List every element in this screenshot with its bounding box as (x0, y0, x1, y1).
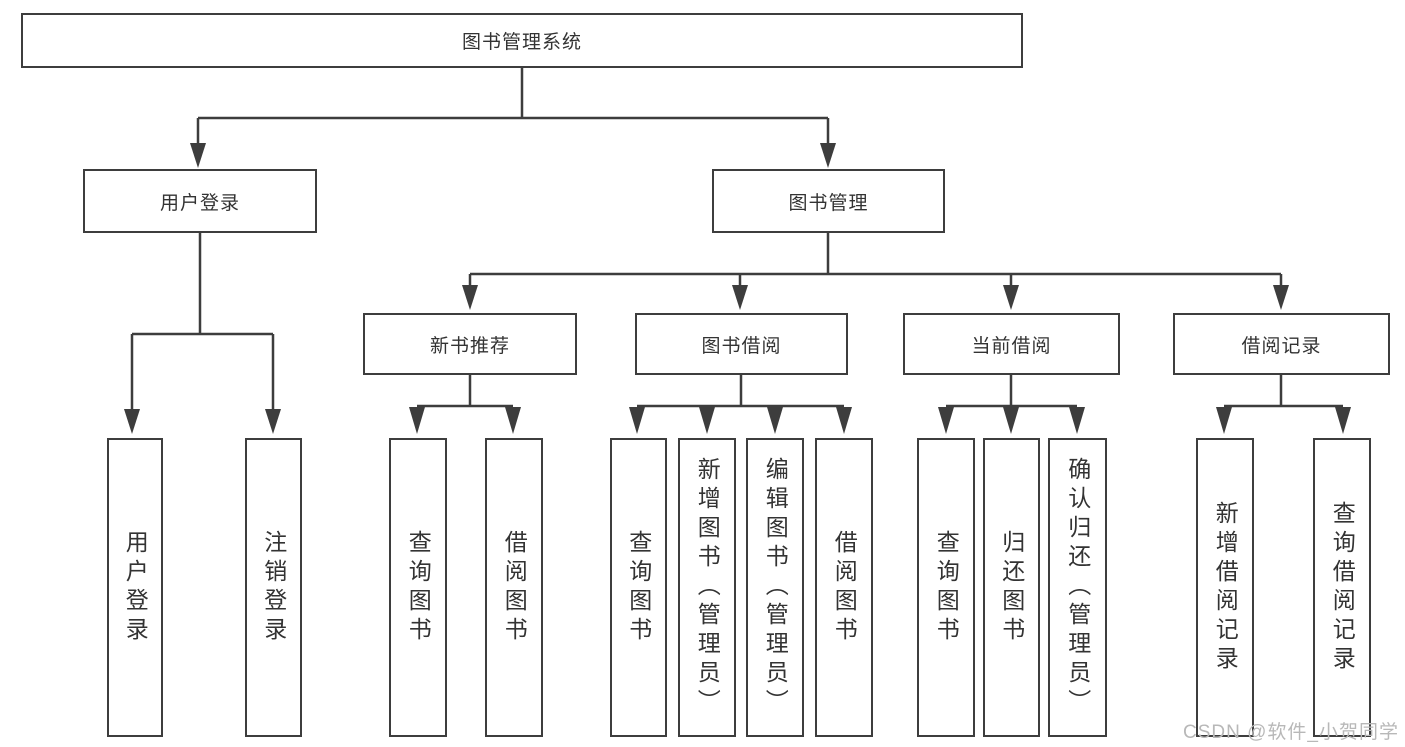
node-library-management-system: 图书管理系统 (21, 13, 1023, 68)
node-book-management: 图书管理 (712, 169, 945, 233)
leaf-user-login: 用户登录 (107, 438, 163, 737)
leaf-label: 注销登录 (260, 529, 287, 646)
node-label: 图书借阅 (701, 335, 782, 357)
node-user-login: 用户登录 (83, 169, 317, 233)
node-label: 新书推荐 (429, 335, 510, 357)
leaf-label: 新增借阅记录 (1212, 500, 1239, 675)
leaf-add-borrow-record: 新增借阅记录 (1196, 438, 1254, 737)
leaf-borrowing-borrow-books: 借阅图书 (815, 438, 873, 737)
node-borrowing-records: 借阅记录 (1173, 313, 1390, 375)
leaf-label: 确认归还（管理员） (1064, 457, 1091, 718)
leaf-add-books-admin: 新增图书（管理员） (678, 438, 736, 737)
node-label: 借阅记录 (1241, 335, 1322, 357)
leaf-label: 查询图书 (625, 529, 652, 646)
leaf-query-borrow-record: 查询借阅记录 (1313, 438, 1371, 737)
leaf-label: 归还图书 (998, 529, 1025, 646)
leaf-borrowing-query-books: 查询图书 (610, 438, 667, 737)
leaf-current-query-books: 查询图书 (917, 438, 975, 737)
node-new-book-recommendation: 新书推荐 (363, 313, 577, 375)
node-label: 图书管理 (788, 192, 869, 214)
node-current-borrowing: 当前借阅 (903, 313, 1120, 375)
leaf-logout: 注销登录 (245, 438, 302, 737)
leaf-label: 查询借阅记录 (1329, 500, 1356, 675)
leaf-recommend-borrow-books: 借阅图书 (485, 438, 543, 737)
leaf-label: 查询图书 (933, 529, 960, 646)
leaf-return-books: 归还图书 (983, 438, 1040, 737)
leaf-label: 新增图书（管理员） (694, 457, 721, 718)
leaf-confirm-return-admin: 确认归还（管理员） (1048, 438, 1107, 737)
node-label: 当前借阅 (971, 335, 1052, 357)
leaf-label: 借阅图书 (501, 529, 528, 646)
leaf-recommend-query-books: 查询图书 (389, 438, 447, 737)
leaf-label: 用户登录 (122, 529, 149, 646)
node-label: 图书管理系统 (461, 32, 582, 53)
node-book-borrowing: 图书借阅 (635, 313, 848, 375)
leaf-label: 编辑图书（管理员） (762, 457, 789, 718)
leaf-edit-books-admin: 编辑图书（管理员） (746, 438, 804, 737)
watermark-text: CSDN @软件_小贺同学 (1183, 722, 1399, 743)
leaf-label: 查询图书 (405, 529, 432, 646)
leaf-label: 借阅图书 (831, 529, 858, 646)
node-label: 用户登录 (159, 192, 240, 214)
